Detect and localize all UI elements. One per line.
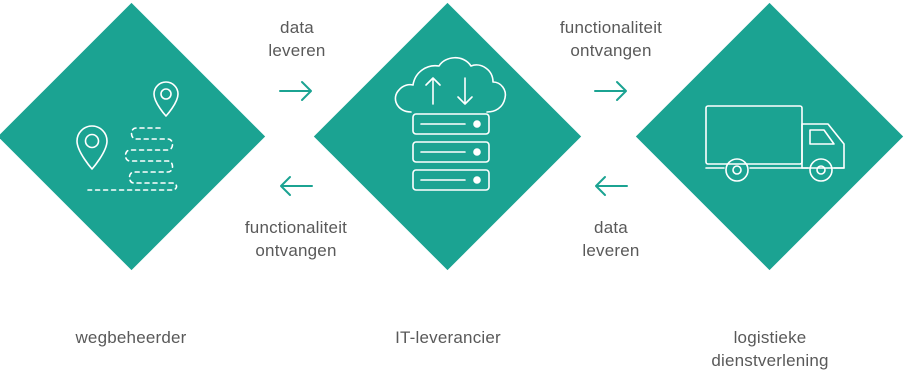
node-label-line: IT-leverancier — [395, 328, 501, 347]
flow-label-line: functionaliteit — [244, 218, 348, 237]
flow-label-right-top: functionaliteit ontvangen — [541, 16, 681, 62]
flow-label-right-bottom: data leveren — [576, 216, 646, 262]
flow-label-left-bottom: functionaliteit ontvangen — [226, 216, 366, 262]
node-label-line: dienstverlening — [711, 351, 829, 370]
flow-label-line: functionaliteit — [559, 18, 663, 37]
flow-label-line: data — [594, 218, 628, 237]
flow-label-left-top: data leveren — [262, 16, 332, 62]
arrow-left-icon — [278, 175, 314, 197]
arrow-left-icon — [593, 175, 629, 197]
flow-label-line: ontvangen — [570, 41, 652, 60]
node-label-wegbeheerder: wegbeheerder — [41, 326, 221, 349]
flow-label-line: leveren — [268, 41, 326, 60]
flow-label-line: data — [280, 18, 314, 37]
route-map-pin-icon — [60, 70, 180, 200]
node-label-it-leverancier: IT-leverancier — [358, 326, 538, 349]
cloud-server-icon — [383, 52, 513, 202]
node-label-logistiek: logistieke dienstverlening — [680, 326, 860, 372]
flow-label-line: ontvangen — [255, 241, 337, 260]
truck-icon — [700, 100, 850, 190]
node-label-line: logistieke — [733, 328, 807, 347]
node-label-line: wegbeheerder — [75, 328, 187, 347]
arrow-right-icon — [278, 80, 314, 102]
arrow-right-icon — [593, 80, 629, 102]
flow-label-line: leveren — [582, 241, 640, 260]
